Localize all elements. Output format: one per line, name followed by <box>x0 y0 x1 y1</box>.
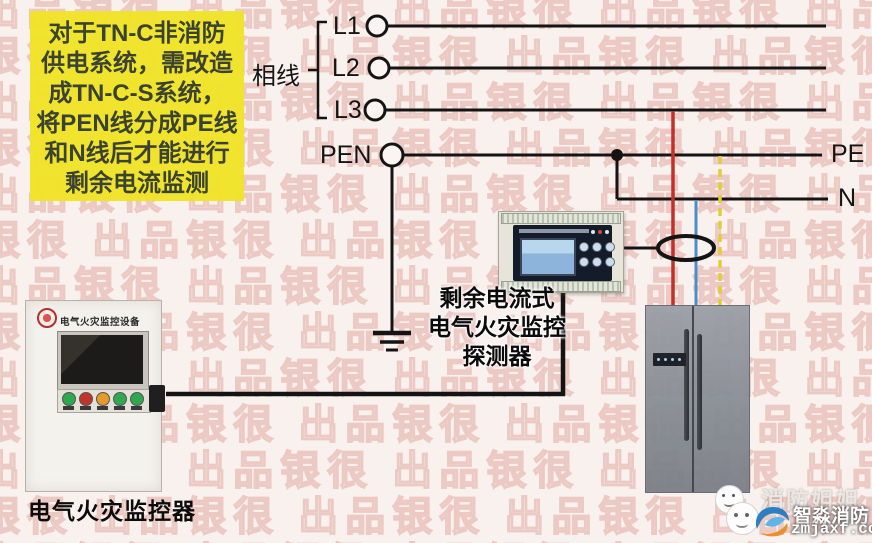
brand-logo-swoosh-icon <box>755 507 789 537</box>
detector-lcd-screen <box>520 238 576 276</box>
button-tag <box>97 406 108 410</box>
phase-bracket <box>308 20 327 120</box>
detector-key[interactable] <box>605 256 615 267</box>
brand-url: zmjaxf.com <box>791 520 872 538</box>
detector-key[interactable] <box>579 242 589 252</box>
refrigerator <box>645 305 750 493</box>
brand-logo-icon <box>37 308 57 328</box>
button-tag <box>63 406 74 410</box>
button-tag <box>80 406 91 410</box>
led-indicator <box>591 230 595 234</box>
fridge-display-dot <box>671 358 674 361</box>
fridge-display-dot <box>678 358 681 361</box>
terminal-strip-bottom <box>501 281 621 292</box>
monitor-button-green-3[interactable] <box>130 392 144 406</box>
label-l2: L2 <box>332 54 360 82</box>
residual-current-detector <box>498 211 624 293</box>
fridge-display-dot <box>657 358 660 361</box>
monitor-button-panel <box>57 389 151 413</box>
brand-name: 智淼消防 <box>793 506 870 527</box>
label-l3: L3 <box>334 96 362 124</box>
label-phase-group: 相线 <box>252 63 300 90</box>
led-indicator <box>605 230 609 234</box>
label-pe: PE <box>831 140 865 168</box>
detector-key[interactable] <box>592 256 602 267</box>
label-pen: PEN <box>320 141 372 169</box>
terminal-l2 <box>367 56 391 80</box>
led-indicator-red <box>598 230 602 234</box>
detector-key[interactable] <box>579 256 589 267</box>
terminal-strip-top <box>501 213 621 224</box>
fridge-handle-right[interactable] <box>697 334 702 450</box>
detector-monitor-bus <box>166 292 566 397</box>
detector-key[interactable] <box>592 242 602 252</box>
label-n: N <box>838 184 857 212</box>
earth-ground-symbol <box>373 330 411 352</box>
detector-header-strip <box>519 229 589 233</box>
terminal-l3 <box>363 98 387 122</box>
terminal-l1 <box>365 14 389 38</box>
label-l1: L1 <box>333 12 361 40</box>
monitor-caption: 电气火灾监控器 <box>28 498 196 524</box>
button-tag <box>131 406 142 410</box>
monitor-screen-bezel <box>57 331 149 390</box>
current-transformer-ring <box>656 234 716 262</box>
fridge-display-dot <box>664 358 667 361</box>
detector-front-panel <box>513 225 615 281</box>
junction-dot <box>611 149 623 161</box>
fridge-handle-left[interactable] <box>684 329 689 441</box>
monitor-wire-connector <box>149 385 165 412</box>
fridge-door-split <box>692 306 694 492</box>
detector-key[interactable] <box>605 242 615 252</box>
note-box: 对于TN-C非消防 供电系统，需改造 成TN-C-S系统， 将PEN线分成PE线… <box>30 11 244 201</box>
monitor-button-green-1[interactable] <box>62 392 76 406</box>
button-tag <box>114 406 125 410</box>
detector-keypad <box>579 242 615 268</box>
monitor-screen <box>61 335 143 384</box>
terminal-pen <box>379 142 405 168</box>
fire-monitor-device: 电气火灾监控设备 <box>25 300 165 492</box>
monitor-panel-title: 电气火灾监控设备 <box>60 317 141 328</box>
detector-caption: 剩余电流式 电气火灾监控 探测器 <box>428 285 566 369</box>
monitor-button-red[interactable] <box>79 392 93 406</box>
fridge-display <box>653 353 686 366</box>
monitor-button-orange[interactable] <box>96 392 110 406</box>
monitor-button-green-2[interactable] <box>113 392 127 406</box>
